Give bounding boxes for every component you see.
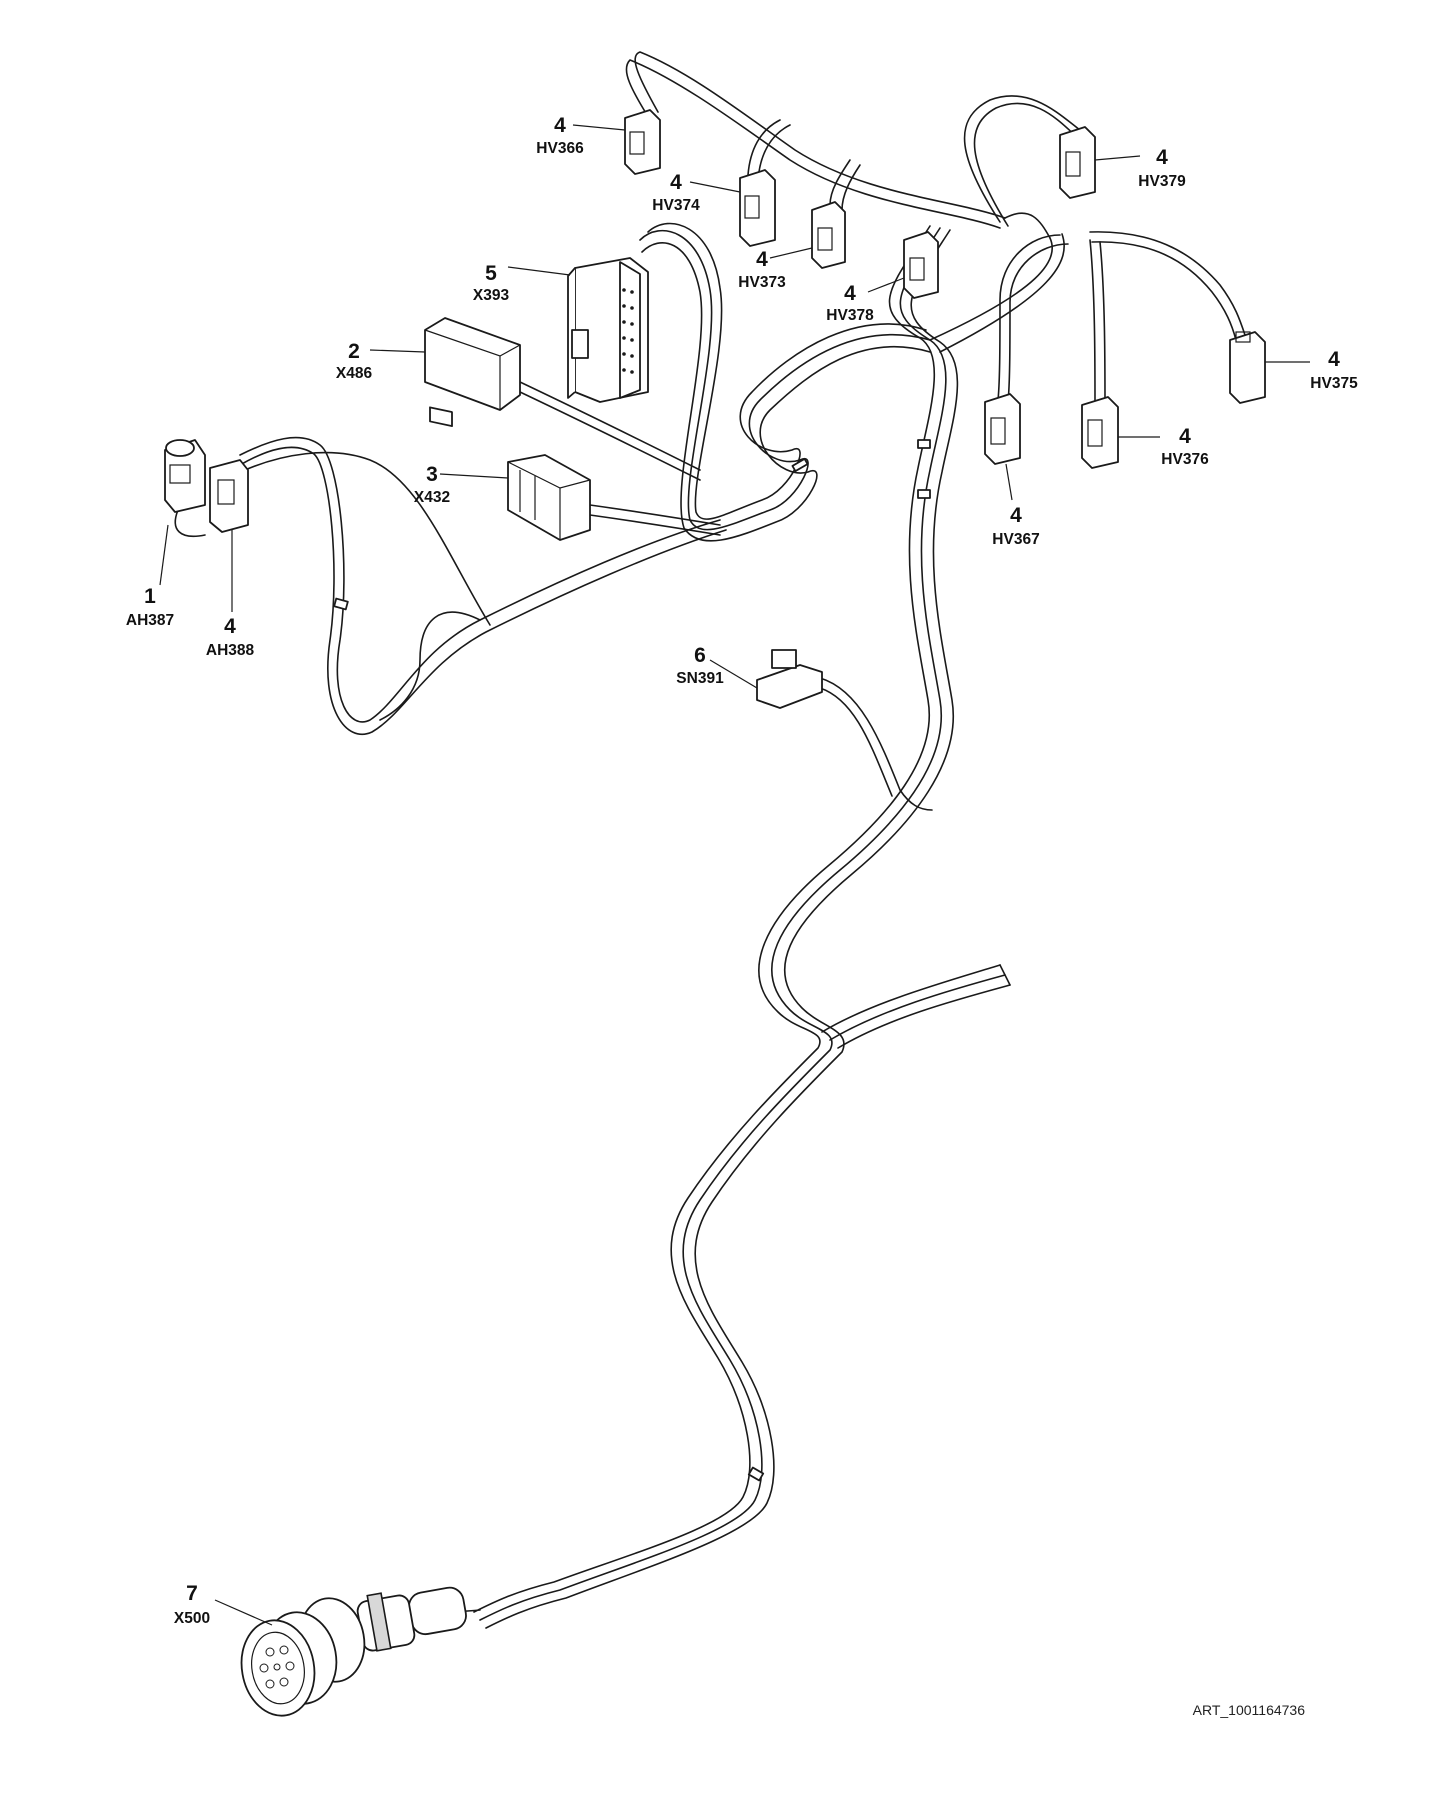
callout-15-num: 7 bbox=[186, 1582, 198, 1605]
callout-3-num: 2 bbox=[348, 340, 360, 363]
connector-x432 bbox=[507, 454, 591, 541]
connector-x486 bbox=[424, 317, 521, 427]
callout-9-code: HV378 bbox=[826, 307, 874, 324]
callout-12-code: HV376 bbox=[1161, 451, 1209, 468]
callout-10-code: HV379 bbox=[1138, 173, 1186, 190]
callout-5-code: X432 bbox=[414, 489, 450, 506]
callout-13-num: 4 bbox=[1010, 504, 1022, 527]
callout-4-num: 5 bbox=[485, 262, 497, 285]
callout-1-num: 1 bbox=[144, 585, 156, 608]
connector-ah387 bbox=[164, 439, 206, 513]
connector-x393 bbox=[567, 257, 649, 403]
callout-12-num: 4 bbox=[1179, 425, 1191, 448]
connector-hv379 bbox=[1059, 126, 1096, 199]
connector-hv376 bbox=[1081, 396, 1119, 469]
connector-x500 bbox=[240, 1586, 481, 1717]
connector-hv367 bbox=[984, 393, 1021, 465]
connector-sn391 bbox=[756, 649, 823, 709]
connector-hv375 bbox=[1229, 331, 1266, 404]
connector-hv374 bbox=[739, 169, 776, 247]
callout-5-num: 3 bbox=[426, 463, 438, 486]
callout-labels: 1 AH387 4 AH388 2 X486 5 X393 3 X432 4 H… bbox=[126, 114, 1358, 1627]
connector-hv373 bbox=[811, 201, 846, 269]
callout-3-code: X486 bbox=[336, 365, 373, 382]
callout-11-code: HV375 bbox=[1310, 375, 1358, 392]
connector-hv366 bbox=[624, 109, 661, 175]
callout-8-num: 4 bbox=[756, 248, 768, 271]
callout-8-code: HV373 bbox=[738, 274, 786, 291]
connector-hv378 bbox=[903, 231, 939, 299]
callout-4-code: X393 bbox=[473, 287, 510, 304]
leader-lines bbox=[159, 124, 1310, 1626]
callout-9-num: 4 bbox=[844, 282, 856, 305]
callout-14-code: SN391 bbox=[676, 670, 724, 687]
callout-7-code: HV374 bbox=[652, 197, 700, 214]
callout-14-num: 6 bbox=[694, 644, 706, 667]
callout-10-num: 4 bbox=[1156, 146, 1168, 169]
callout-13-code: HV367 bbox=[992, 531, 1039, 548]
callout-2-num: 4 bbox=[224, 615, 236, 638]
callout-6-num: 4 bbox=[554, 114, 566, 137]
harness-wires bbox=[174, 51, 1246, 1631]
callout-15-code: X500 bbox=[174, 1610, 210, 1627]
callout-6-code: HV366 bbox=[536, 140, 584, 157]
callout-2-code: AH388 bbox=[206, 642, 255, 659]
callout-11-num: 4 bbox=[1328, 348, 1340, 371]
callout-7-num: 4 bbox=[670, 171, 682, 194]
callout-1-code: AH387 bbox=[126, 612, 174, 629]
art-id-label: ART_1001164736 bbox=[1193, 1702, 1306, 1718]
connector-ah388 bbox=[209, 459, 249, 533]
